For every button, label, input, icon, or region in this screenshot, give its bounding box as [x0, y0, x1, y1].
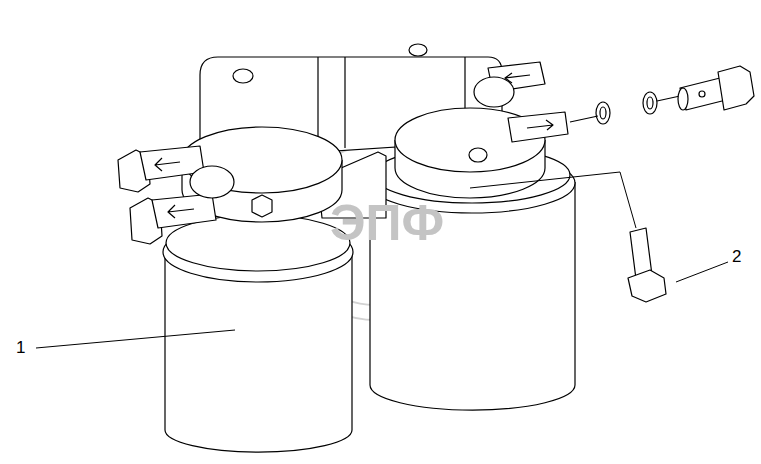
drain-plug — [252, 195, 272, 217]
watermark: ЭПФ — [330, 198, 444, 248]
callout-number: 2 — [732, 248, 741, 265]
primer-button — [190, 166, 234, 198]
leader-line — [676, 262, 728, 282]
leader-line — [36, 330, 235, 348]
callout-number: 1 — [16, 339, 25, 356]
washer — [596, 102, 610, 124]
primer-button — [474, 77, 514, 107]
